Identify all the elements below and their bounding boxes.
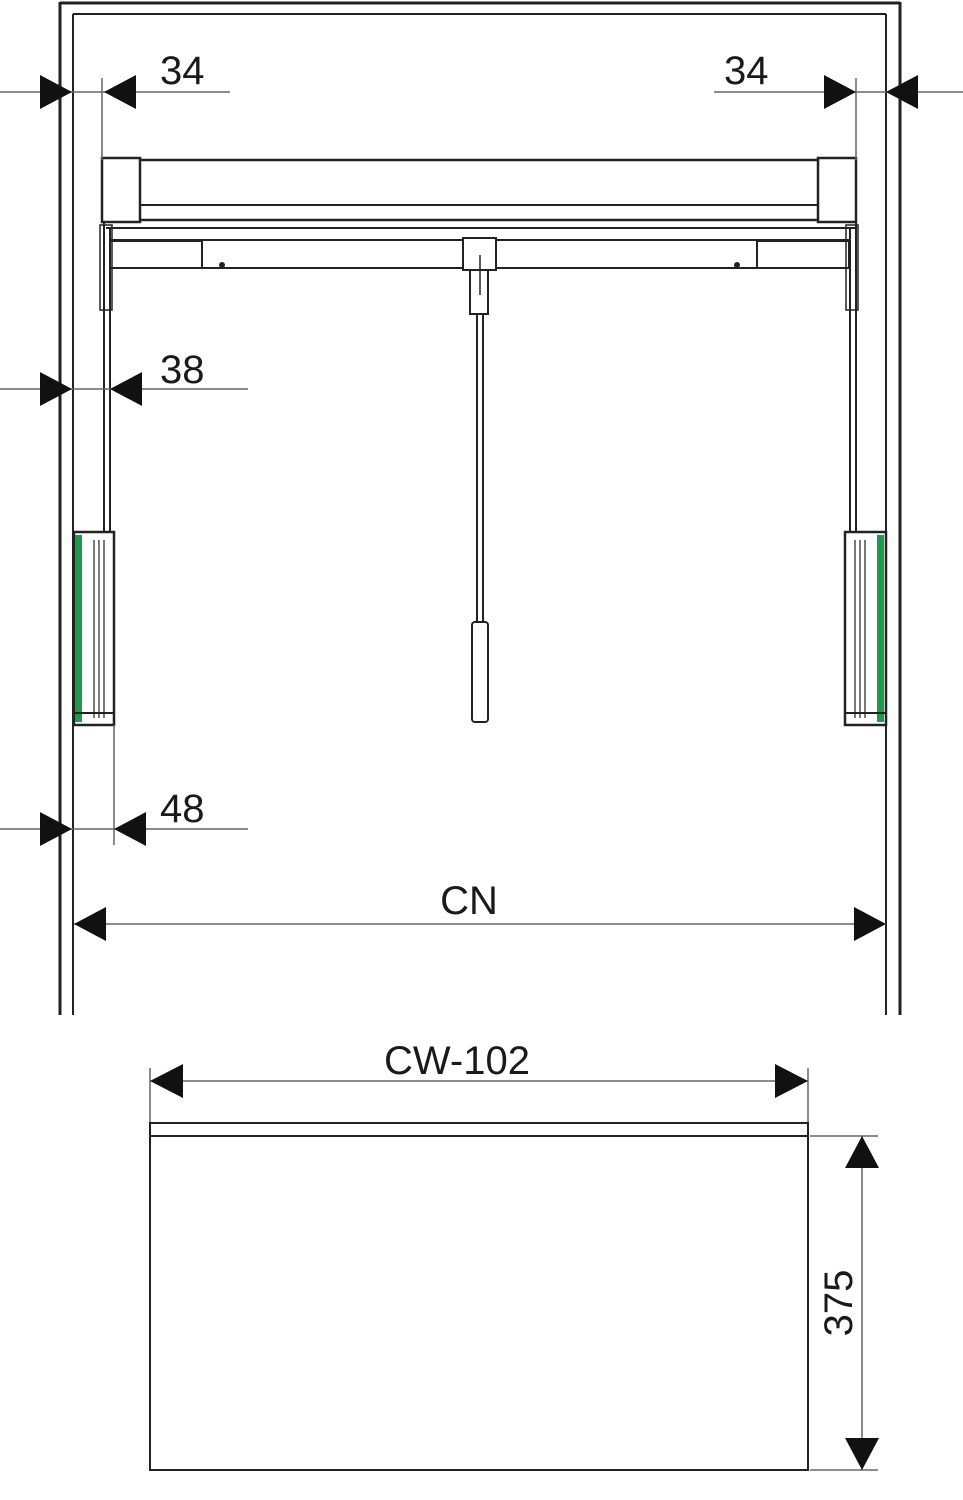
left-bar-end <box>109 240 203 269</box>
dimension-drawer-width: CW-102 <box>149 1039 809 1122</box>
right-green-strip <box>877 535 884 722</box>
drawer-front <box>149 1122 809 1471</box>
cabinet-outline <box>58 1 902 1015</box>
dimension-left-mid: 38 <box>0 348 248 406</box>
hanging-bar <box>106 227 856 269</box>
dimension-left-low: 48 <box>0 725 248 846</box>
dimension-left-top-label: 34 <box>160 49 205 93</box>
left-rail-bracket <box>100 156 142 224</box>
right-rail-bracket <box>816 156 858 224</box>
left-green-strip <box>75 535 82 722</box>
left-lift-arm <box>72 222 116 727</box>
dimension-drawer-width-label: CW-102 <box>384 1039 530 1083</box>
right-lift-arm <box>843 222 888 727</box>
dimension-drawer-height: 375 <box>810 1135 879 1471</box>
dimension-inner-width: CN <box>74 879 886 941</box>
dimension-left-top: 34 <box>0 49 230 160</box>
dimension-inner-width-label: CN <box>440 879 498 923</box>
top-rail <box>100 156 858 224</box>
dimension-left-low-label: 48 <box>160 787 205 831</box>
right-bar-end <box>756 240 850 269</box>
pull-handle <box>462 237 497 723</box>
dimension-right-top-label: 34 <box>724 49 769 93</box>
dimension-drawer-height-label: 375 <box>817 1270 861 1337</box>
dimension-right-top: 34 <box>714 49 963 160</box>
dimension-left-mid-label: 38 <box>160 348 205 392</box>
handle-grip <box>471 621 489 723</box>
